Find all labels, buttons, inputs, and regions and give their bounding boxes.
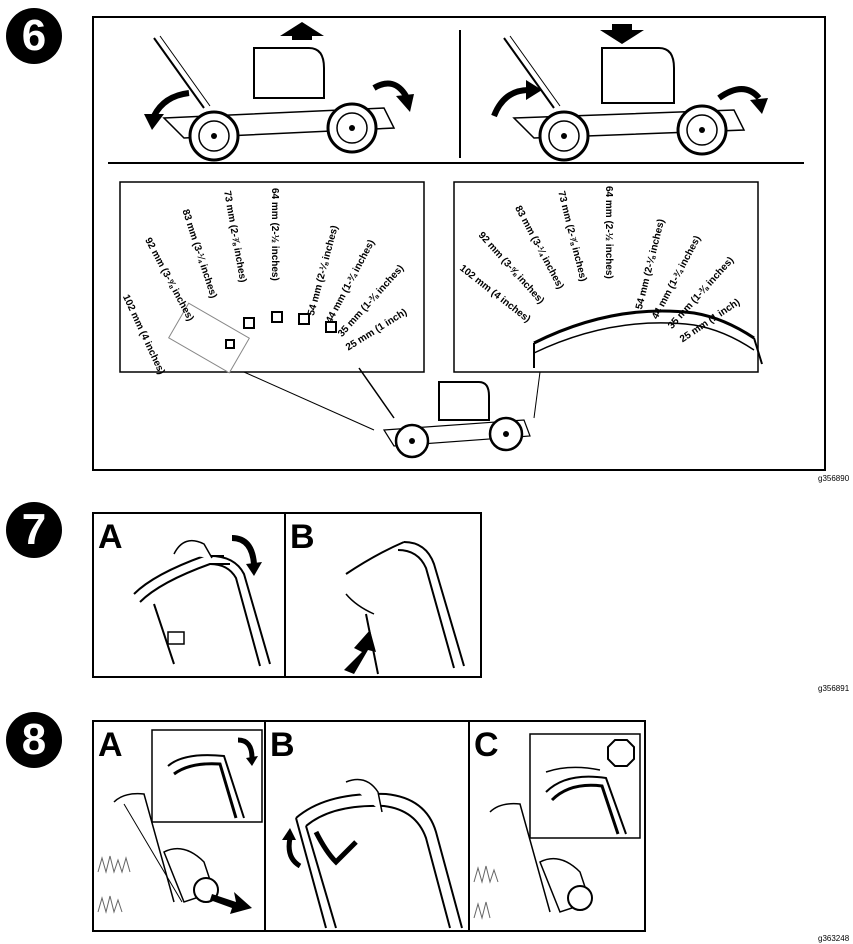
- figure-id-7: g356891: [818, 684, 850, 693]
- step-7-panel-a: A: [94, 514, 286, 676]
- height-rail-right: [533, 309, 755, 345]
- step-6-badge: 6: [6, 8, 62, 64]
- step-7-badge: 7: [6, 502, 62, 558]
- rotate-arrow-icon: [282, 828, 302, 868]
- rotate-arrow-left-icon: [151, 90, 190, 118]
- rotate-arrow-left-head-icon: [144, 114, 164, 130]
- rotate-arrow-icon: [237, 737, 258, 766]
- rotate-arrow-right-head-icon: [396, 94, 414, 112]
- step-8-number: 8: [21, 715, 47, 764]
- arrow-up-icon: [280, 22, 324, 40]
- handle-bar-illustration: [295, 778, 463, 929]
- step-6-figure: 102 mm (4 inches) 92 mm (3-⅝ inches) 83 …: [92, 16, 826, 471]
- stop-sign-icon: [607, 739, 635, 767]
- panel-letter-a: A: [98, 518, 123, 556]
- callout-box-left: [119, 181, 425, 373]
- step-8-figure: A B: [92, 720, 646, 932]
- panel-letter-a: A: [98, 726, 123, 764]
- step-8-panel-a: A: [94, 722, 266, 930]
- panel-letter-b: B: [290, 518, 315, 556]
- handle-fold-illustration: [133, 539, 271, 667]
- mower-lower-illustration: [503, 35, 746, 162]
- rotate-arrow-right-icon: [372, 80, 409, 98]
- rotate-arrow-icon: [231, 535, 262, 576]
- rotate-arrow-right2-icon: [717, 86, 762, 101]
- callout-box-right: [453, 181, 759, 373]
- panel-letter-b: B: [270, 726, 295, 764]
- handle-lock-illustration: [345, 541, 465, 675]
- step-8-panel-c: C: [470, 722, 644, 930]
- step-7-figure: A B: [92, 512, 482, 678]
- step-7-panel-b: B: [286, 514, 480, 676]
- mower-small-illustration: [358, 367, 531, 459]
- step-7-number: 7: [21, 505, 47, 554]
- rotate-arrow-right2-head-icon: [750, 98, 768, 114]
- step-8-badge: 8: [6, 712, 62, 768]
- step-8-panel-b: B: [266, 722, 470, 930]
- rotate-arrow-left2-icon: [491, 87, 530, 118]
- figure-id-6: g356890: [818, 474, 850, 483]
- height-slots-left: [168, 302, 337, 374]
- figure-id-8: g363248: [818, 934, 850, 943]
- panel-letter-c: C: [474, 726, 499, 764]
- arrow-down-right-icon: [210, 892, 252, 914]
- mower-pull-illustration: [97, 729, 263, 914]
- arrow-down-icon: [600, 24, 644, 44]
- arrow-up-icon: [344, 630, 376, 674]
- step-6-drawing: [108, 22, 804, 459]
- rotate-arrow-left2-head-icon: [526, 80, 542, 100]
- mower-raise-illustration: [153, 35, 396, 162]
- step-6-number: 6: [21, 11, 47, 60]
